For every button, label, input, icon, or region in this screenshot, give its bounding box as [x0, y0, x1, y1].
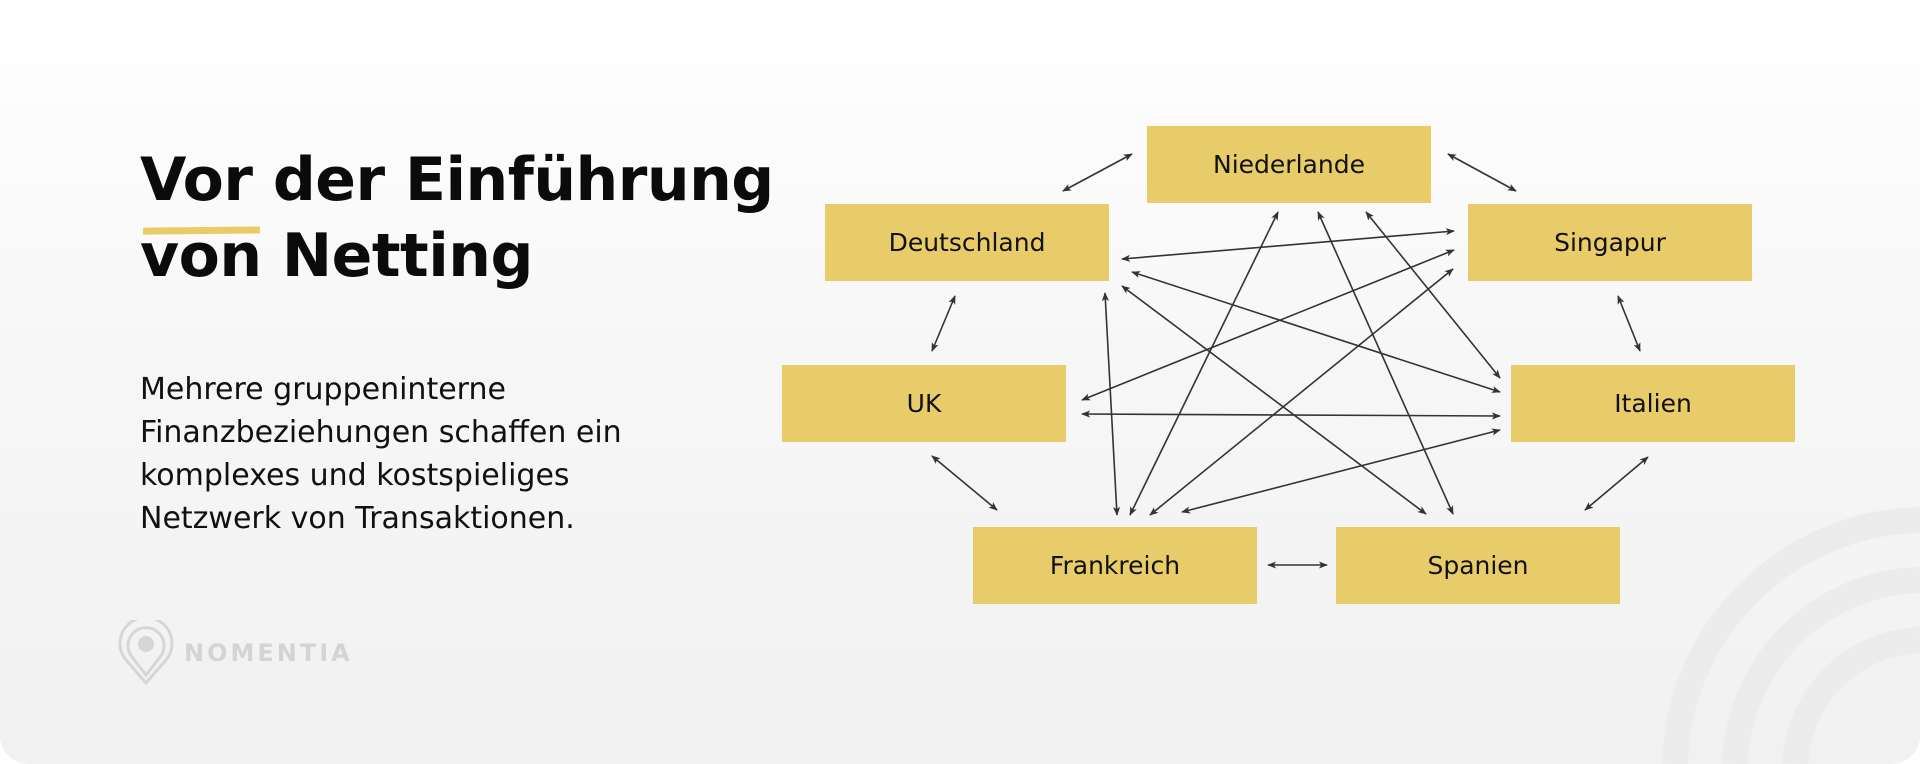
edge-de-es: [1121, 285, 1427, 515]
edge-de-uk: [931, 295, 956, 352]
edge-it-es: [1584, 456, 1649, 511]
decorative-arc: [1782, 627, 1920, 764]
edge-de-sg: [1121, 228, 1455, 262]
node-spanien: Spanien: [1336, 527, 1620, 604]
node-label: Deutschland: [888, 228, 1046, 257]
node-label: Singapur: [1554, 228, 1666, 257]
node-label: UK: [906, 389, 942, 418]
node-uk: UK: [782, 365, 1066, 442]
edge-sg-fr: [1149, 268, 1454, 516]
edge-de-nl: [1062, 153, 1133, 192]
node-label: Italien: [1614, 389, 1692, 418]
nomentia-logo: NOMENTIA: [118, 620, 353, 686]
node-singapur: Singapur: [1468, 204, 1752, 281]
edge-nl-sg: [1447, 153, 1517, 192]
node-label: Niederlande: [1213, 150, 1365, 179]
node-frankreich: Frankreich: [973, 527, 1257, 604]
node-label: Frankreich: [1049, 551, 1181, 580]
location-pin-icon: [118, 620, 174, 686]
decorative-arc: [1722, 567, 1920, 764]
decorative-arc: [1662, 507, 1920, 764]
description-line: Netzwerk von Transaktionen.: [140, 501, 575, 536]
node-niederlande: Niederlande: [1147, 126, 1431, 203]
edge-uk-it: [1081, 410, 1501, 420]
edge-de-fr: [1101, 292, 1121, 516]
node-italien: Italien: [1511, 365, 1795, 442]
title-line-1: Vor der Einführung: [140, 145, 774, 215]
description: Mehrere gruppeninterne Finanzbeziehungen…: [140, 368, 780, 540]
edge-it-fr: [1181, 428, 1501, 514]
edge-de-it: [1131, 271, 1501, 393]
description-line: komplexes und kostspieliges: [140, 458, 570, 493]
description-line: Finanzbeziehungen schaffen ein: [140, 415, 622, 450]
logo-text: NOMENTIA: [184, 639, 353, 667]
node-label: Spanien: [1427, 551, 1529, 580]
node-deutschland: Deutschland: [825, 204, 1109, 281]
edge-sg-it: [1617, 295, 1641, 352]
edge-sg-uk: [1081, 249, 1455, 401]
edge-uk-fr: [931, 455, 998, 511]
description-line: Mehrere gruppeninterne: [140, 372, 506, 407]
edge-nl-fr: [1129, 211, 1279, 516]
